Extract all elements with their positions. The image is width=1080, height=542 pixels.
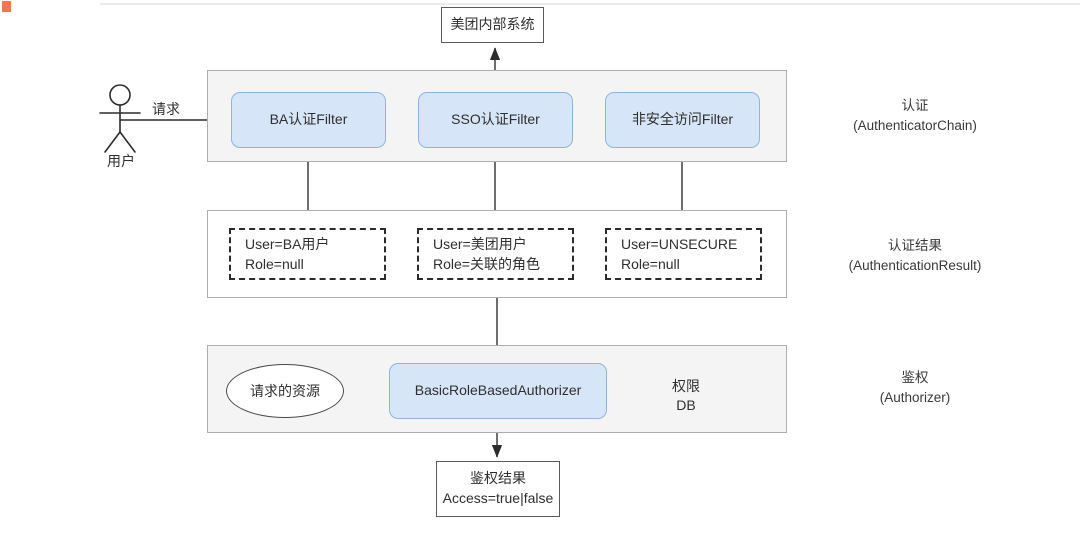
final-result-line2: Access=true|false <box>442 490 554 506</box>
internal-system-node: 美团内部系统 <box>441 7 544 43</box>
filter-node-sso[interactable]: SSO认证Filter <box>418 92 573 148</box>
permission-db-label: 权限 DB <box>652 377 720 415</box>
corner-marker <box>2 1 11 12</box>
section-label-authorization: 鉴权 (Authorizer) <box>790 368 1040 409</box>
section-label-authentication-cn: 认证 <box>901 98 929 113</box>
result-node-unsecure: User=UNSECURE Role=null <box>605 228 762 280</box>
authorizer-node[interactable]: BasicRoleBasedAuthorizer <box>389 363 607 419</box>
filter-node-unsecure[interactable]: 非安全访问Filter <box>605 92 760 148</box>
section-label-authorization-en: (Authorizer) <box>879 390 951 406</box>
filter-label-sso: SSO认证Filter <box>451 111 540 128</box>
section-label-authentication: 认证 (AuthenticatorChain) <box>790 96 1040 137</box>
result-role-sso: Role=关联的角色 <box>433 256 540 272</box>
stick-figure-actor-icon <box>99 84 141 153</box>
result-role-ba: Role=null <box>245 256 304 272</box>
result-node-sso: User=美团用户 Role=关联的角色 <box>417 228 574 280</box>
result-user-unsecure: User=UNSECURE <box>621 235 738 252</box>
authorizer-label: BasicRoleBasedAuthorizer <box>414 382 582 399</box>
filter-node-ba[interactable]: BA认证Filter <box>231 92 386 148</box>
section-label-authentication-result-en: (AuthenticationResult) <box>848 258 982 274</box>
permission-db-line2: DB <box>676 396 696 413</box>
permission-db-line1: 权限 <box>672 378 700 394</box>
result-user-sso: User=美团用户 <box>433 235 527 252</box>
final-result-node: 鉴权结果 Access=true|false <box>436 461 560 517</box>
internal-system-label: 美团内部系统 <box>450 16 535 33</box>
section-label-authentication-en: (AuthenticatorChain) <box>853 118 977 134</box>
section-label-authorization-cn: 鉴权 <box>901 370 929 385</box>
result-user-ba: User=BA用户 <box>245 235 330 252</box>
final-result-line1: 鉴权结果 <box>470 470 526 487</box>
actor-label: 用户 <box>107 153 135 169</box>
authentication-result-band <box>207 210 787 298</box>
top-divider-rule <box>100 3 1080 5</box>
filter-label-ba: BA认证Filter <box>269 111 348 128</box>
section-label-authentication-result-cn: 认证结果 <box>888 238 942 253</box>
requested-resource-node: 请求的资源 <box>226 364 344 418</box>
filter-label-unsecure: 非安全访问Filter <box>631 111 734 128</box>
requested-resource-label: 请求的资源 <box>250 383 320 399</box>
result-role-unsecure: Role=null <box>621 256 680 272</box>
section-label-authentication-result: 认证结果 (AuthenticationResult) <box>790 236 1040 277</box>
edge-label-request: 请求 <box>152 101 180 117</box>
result-node-ba: User=BA用户 Role=null <box>229 228 386 280</box>
